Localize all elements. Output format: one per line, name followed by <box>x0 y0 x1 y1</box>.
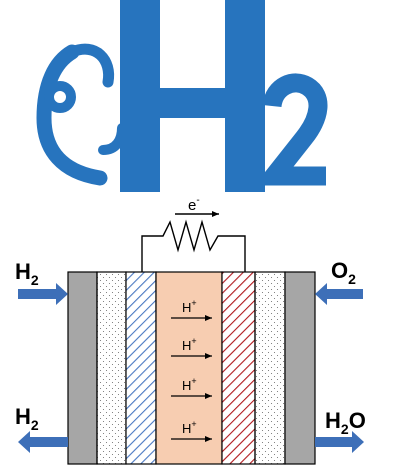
proton-label: H+ <box>182 336 197 353</box>
cathode-bipolar-plate <box>284 271 316 465</box>
proton-row: H+ <box>171 336 212 359</box>
external-circuit: e- <box>141 195 246 272</box>
gas-flows: H2 H2 O2 H2O <box>15 258 366 453</box>
hydrogen-inlet-label: H2 <box>15 259 39 288</box>
proton-row: H+ <box>171 298 212 321</box>
electron-label: e- <box>188 195 200 214</box>
proton-label: H+ <box>182 298 197 315</box>
proton-label: H+ <box>182 419 197 436</box>
fuel-cell-stack: H+ H+ H+ H+ <box>67 271 316 465</box>
proton-exchange-membrane <box>155 271 223 465</box>
cathode-gas-diffusion-layer <box>254 271 286 465</box>
proton-row: H+ <box>171 376 212 399</box>
hydrogen-nozzle-icon <box>36 43 127 186</box>
oxygen-inlet-label: O2 <box>331 258 356 287</box>
logo-letter-h <box>120 0 265 192</box>
oxygen-inlet-arrow <box>315 283 363 305</box>
hydrogen-inlet-arrow <box>18 283 68 305</box>
hydrogen-outlet-label: H2 <box>15 404 39 433</box>
anode-bipolar-plate <box>67 271 98 465</box>
cathode-catalyst-layer <box>221 271 256 465</box>
anode-gas-diffusion-layer <box>96 271 127 465</box>
proton-row: H+ <box>171 419 212 442</box>
h2-logo <box>36 0 328 192</box>
circuit-wire <box>141 219 246 272</box>
hydrogen-outlet-arrow <box>18 431 68 453</box>
water-outlet-label: H2O <box>325 408 366 437</box>
logo-subscript-two <box>254 73 328 186</box>
proton-label: H+ <box>182 376 197 393</box>
water-outlet-arrow <box>315 431 364 453</box>
anode-catalyst-layer <box>125 271 157 465</box>
proton-flow: H+ H+ H+ H+ <box>171 298 212 442</box>
